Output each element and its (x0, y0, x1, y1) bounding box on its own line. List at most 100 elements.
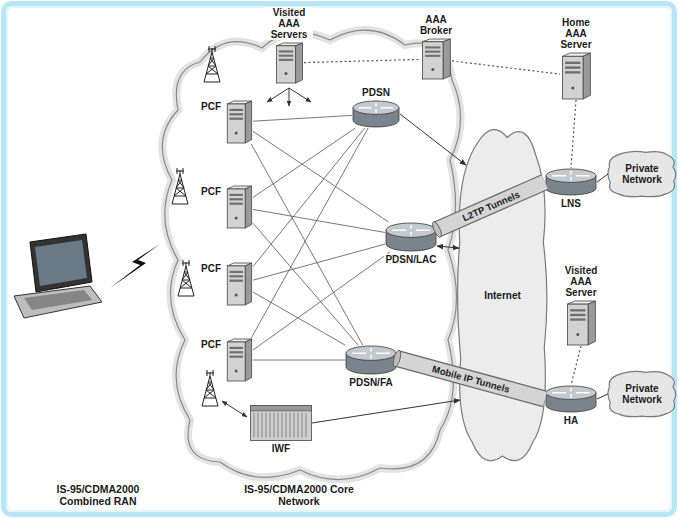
node-label: PDSN/FA (348, 377, 393, 388)
node-label: PCF (200, 263, 222, 274)
rack-slot (258, 413, 259, 437)
network-cloud: Private Network (606, 150, 678, 198)
drive-bay (565, 62, 580, 64)
server-icon (225, 100, 253, 144)
data-link (400, 114, 466, 165)
iwf-rack: IWF (250, 405, 312, 441)
server-icon (560, 52, 592, 100)
laptop (14, 234, 102, 318)
node-label: IWF (271, 443, 291, 454)
server-node: PCF (225, 185, 253, 229)
link-line (437, 246, 459, 248)
mesh-link (253, 360, 345, 361)
node-label: Visited AAA Servers (265, 7, 313, 40)
rack-slot (262, 413, 263, 437)
mesh-link (253, 209, 385, 232)
drive-bay (570, 318, 585, 320)
rack-slot (266, 413, 267, 437)
rack-slot (282, 413, 283, 437)
rack-slot (306, 413, 307, 437)
mesh-link (253, 128, 355, 197)
server-side (245, 101, 251, 143)
drive-bay (565, 71, 580, 73)
router-arrows (359, 103, 394, 113)
drive-bay (229, 271, 242, 273)
drive-bay (279, 59, 293, 61)
server-front (423, 42, 443, 79)
drive-bay (425, 55, 440, 57)
mesh-link (253, 115, 352, 121)
picture-frame (4, 4, 675, 515)
router-icon (545, 385, 597, 413)
server-side (245, 339, 251, 381)
network-cloud: Internet (455, 120, 550, 470)
node-label: PCF (200, 339, 222, 350)
core-network-cloud-shade (162, 30, 460, 479)
mesh-link (253, 252, 390, 350)
link-line (597, 174, 608, 182)
server-front (227, 104, 245, 143)
data-link (437, 246, 459, 248)
node-label: Private Network (614, 383, 670, 405)
router-arrows (352, 348, 390, 359)
router-node: PDSN (352, 100, 400, 128)
dotted-link (571, 346, 581, 385)
cloud-outline (608, 371, 676, 416)
aaa-arrow (289, 88, 311, 102)
router-top (353, 101, 399, 114)
power-led (235, 217, 238, 220)
server-node: Visited AAA Server (565, 300, 597, 346)
cell-tower (178, 260, 194, 296)
server-front (568, 304, 588, 345)
laptop-keyboard (24, 290, 92, 310)
link-line (253, 252, 390, 350)
server-front (563, 56, 583, 99)
mesh-link (253, 223, 358, 345)
rack-icon (250, 405, 312, 441)
node-label: Home AAA Server (552, 17, 600, 50)
drive-bay (425, 51, 440, 53)
node-label: PDSN (361, 87, 391, 98)
rack-slot (302, 413, 303, 437)
drive-bay (229, 275, 242, 277)
server-side (296, 43, 303, 83)
router-top (546, 386, 596, 399)
drive-bay (279, 55, 293, 57)
region-label: IS-95/CDMA2000 Core Network (242, 483, 356, 507)
rack-slot (290, 413, 291, 437)
router-node: PDSN/FA (345, 345, 397, 375)
tower-lattice (178, 260, 194, 296)
router-top (346, 346, 396, 360)
mesh-link (253, 244, 385, 280)
server-side (583, 53, 590, 99)
power-led (576, 333, 579, 336)
mesh-link (253, 128, 365, 267)
node-label: LNS (560, 198, 582, 209)
rack-slot (254, 413, 255, 437)
drive-bay (425, 46, 440, 48)
mesh-link (253, 292, 345, 345)
rack-slot (274, 413, 275, 437)
link-line (253, 209, 385, 232)
rack-slot (270, 413, 271, 437)
server-front (227, 266, 245, 305)
server-side (245, 186, 251, 228)
server-side (443, 39, 450, 79)
server-front (227, 189, 245, 228)
drive-bay (570, 309, 585, 311)
picture-frame-glow (7, 7, 671, 511)
router-icon (385, 222, 437, 252)
power-led (571, 87, 574, 90)
server-node: Home AAA Server (560, 52, 592, 100)
router-arrows (552, 171, 590, 181)
drive-bay (229, 280, 242, 282)
router-node: PDSN/LAC (385, 222, 437, 252)
drive-bay (565, 66, 580, 68)
drive-bay (229, 198, 242, 200)
node-label: Internet (483, 290, 522, 301)
drive-bay (229, 203, 242, 205)
link-line (253, 131, 389, 222)
data-link (312, 400, 460, 423)
link-line (253, 244, 385, 280)
